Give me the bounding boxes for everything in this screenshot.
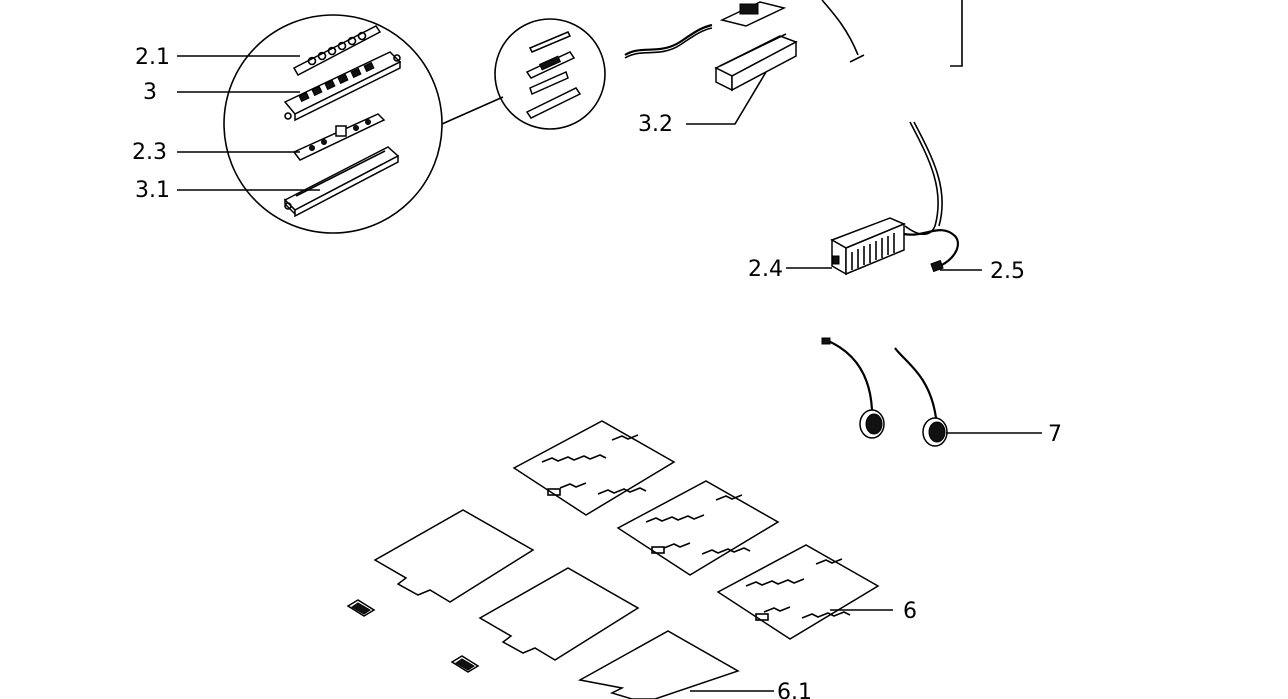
top-wire-part xyxy=(821,0,859,56)
leader-3-2 xyxy=(686,71,767,125)
tray-part-3 xyxy=(577,630,740,699)
keypad-membrane-part xyxy=(292,25,382,77)
wire-rack-part-2 xyxy=(616,480,780,576)
wire-rack-part-3 xyxy=(716,544,880,640)
top-module-part xyxy=(714,1,798,92)
connector-cable-part xyxy=(903,229,959,267)
tray-part-1 xyxy=(373,509,535,603)
circuit-board-part xyxy=(292,113,386,161)
label-2-4: 2.4 xyxy=(748,257,783,282)
label-3-2: 3.2 xyxy=(638,112,673,137)
panel-housing-part xyxy=(283,146,400,218)
label-2-3: 2.3 xyxy=(132,140,167,165)
clip-part-1 xyxy=(346,599,376,617)
label-6-1: 6.1 xyxy=(777,680,812,699)
control-panel-detail xyxy=(223,14,504,234)
label-3: 3 xyxy=(143,80,157,105)
ribbon-cable-part xyxy=(624,23,713,56)
label-6: 6 xyxy=(903,599,917,624)
label-2-1: 2.1 xyxy=(135,45,170,70)
label-3-1: 3.1 xyxy=(135,178,170,203)
lamp-part-left xyxy=(821,337,885,439)
supply-cable-part xyxy=(904,121,939,236)
control-board-frame-part xyxy=(283,51,402,122)
bracket-line xyxy=(950,0,963,67)
plug-part xyxy=(930,259,944,273)
label-2-5: 2.5 xyxy=(990,259,1025,284)
clip-part-2 xyxy=(450,655,480,673)
small-detail-circle xyxy=(494,18,606,130)
power-supply-part xyxy=(830,217,906,276)
lamp-part-right xyxy=(894,347,948,447)
wire-rack-part-1 xyxy=(512,420,676,516)
label-7: 7 xyxy=(1048,422,1062,447)
tray-part-2 xyxy=(478,567,640,661)
detail-connector-line xyxy=(441,96,504,125)
